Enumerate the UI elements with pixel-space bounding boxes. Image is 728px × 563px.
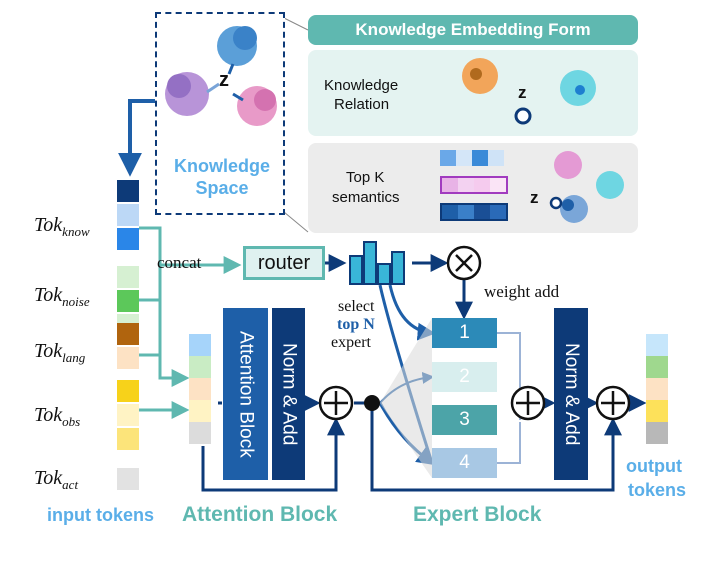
knowledge-to-token-arrow (118, 99, 155, 177)
topk-label-line2: semantics (332, 189, 400, 206)
token-label-obs: Tokobs (34, 404, 81, 429)
token-cell-noise-1 (117, 266, 139, 288)
expert-1: 1 (432, 318, 497, 348)
relation-label-line2: Relation (334, 96, 390, 113)
concat-label: concat (157, 253, 202, 272)
concat-cell-3 (189, 378, 211, 400)
router-box: router (243, 246, 325, 280)
token-cell-know-2 (117, 204, 139, 226)
expert-norm-box: Norm & Add (554, 308, 588, 480)
concat-cell-1 (189, 334, 211, 356)
token-cell-noise-2 (117, 290, 139, 312)
topk-bar-2 (440, 176, 508, 194)
attention-block-box: Attention Block (223, 308, 268, 480)
knowledge-relation-panel: Knowledge Relation z (308, 50, 638, 136)
embedding-form-title: Knowledge Embedding Form (355, 20, 591, 39)
token-cell-obs-3 (117, 428, 139, 450)
token-cell-act (117, 468, 139, 490)
topk-clusters (549, 151, 624, 223)
knowledge-space-title-line2: Space (195, 178, 249, 198)
token-label-noise: Toknoise (34, 284, 90, 309)
expert-section-label: Expert Block (413, 503, 542, 526)
concat-cell-2 (189, 356, 211, 378)
weight-add-label: weight add (484, 282, 560, 301)
token-cell-lang-1 (117, 323, 139, 345)
output-cell-1 (646, 334, 668, 356)
select-label-line2: top N (337, 316, 375, 333)
token-label-lang: Toklang (34, 340, 86, 365)
expert-combine-add-icon (510, 385, 546, 421)
token-cell-obs-2 (117, 404, 139, 426)
expert-1-label: 1 (459, 322, 470, 343)
token-cell-know-3 (117, 228, 139, 250)
expert-norm-label: Norm & Add (561, 342, 582, 446)
attention-norm-box: Norm & Add (272, 308, 305, 480)
output-tokens-label-line1: output (626, 456, 682, 476)
token-label-know: Tokknow (34, 214, 90, 239)
expert-4: 4 (432, 448, 497, 478)
output-cell-5 (646, 422, 668, 444)
relation-label-line1: Knowledge (324, 77, 399, 94)
select-label-line1: select (338, 298, 375, 315)
expert-2: 2 (432, 362, 497, 392)
router-label: router (257, 251, 311, 274)
knowledge-space-clusters (165, 26, 277, 126)
input-tokens-label: input tokens (47, 505, 154, 525)
branch-dot (364, 395, 380, 411)
attention-block-label: Attention Block (235, 330, 257, 458)
embedding-form-header: Knowledge Embedding Form (308, 15, 638, 45)
expert-residual-add-icon (595, 385, 631, 421)
attention-norm-label: Norm & Add (278, 342, 300, 446)
attention-section-label: Attention Block (182, 503, 338, 526)
expert-3: 3 (432, 405, 497, 435)
expert-3-label: 3 (459, 409, 470, 430)
select-label-line3: expert (331, 334, 371, 351)
expert-2-label: 2 (459, 366, 470, 387)
token-cell-obs-1 (117, 380, 139, 402)
concat-cell-4 (189, 400, 211, 422)
router-histogram-icon (349, 241, 405, 285)
topk-z: z (530, 188, 539, 207)
knowledge-space-box: z Knowledge Space (155, 12, 285, 215)
topk-label-line1: Top K (346, 169, 385, 186)
expert-4-label: 4 (459, 452, 470, 473)
output-cell-2 (646, 356, 668, 378)
token-label-act: Tokact (34, 467, 79, 492)
topk-bar-3 (440, 203, 508, 221)
output-tokens-label-line2: tokens (628, 480, 687, 500)
topk-panel: Top K semantics z (308, 143, 638, 233)
multiply-icon (446, 245, 482, 281)
knowledge-space-title-line1: Knowledge (173, 156, 270, 176)
concat-cell-5 (189, 422, 211, 444)
token-cell-lang-2 (117, 347, 139, 369)
relation-z: z (518, 83, 527, 102)
knowledge-space-z: z (219, 69, 229, 91)
relation-illustration (462, 58, 596, 125)
attention-residual-add-icon (318, 385, 354, 421)
output-cell-4 (646, 400, 668, 422)
output-cell-3 (646, 378, 668, 400)
token-cell-know-1 (117, 180, 139, 202)
topk-bar-1 (440, 150, 504, 166)
